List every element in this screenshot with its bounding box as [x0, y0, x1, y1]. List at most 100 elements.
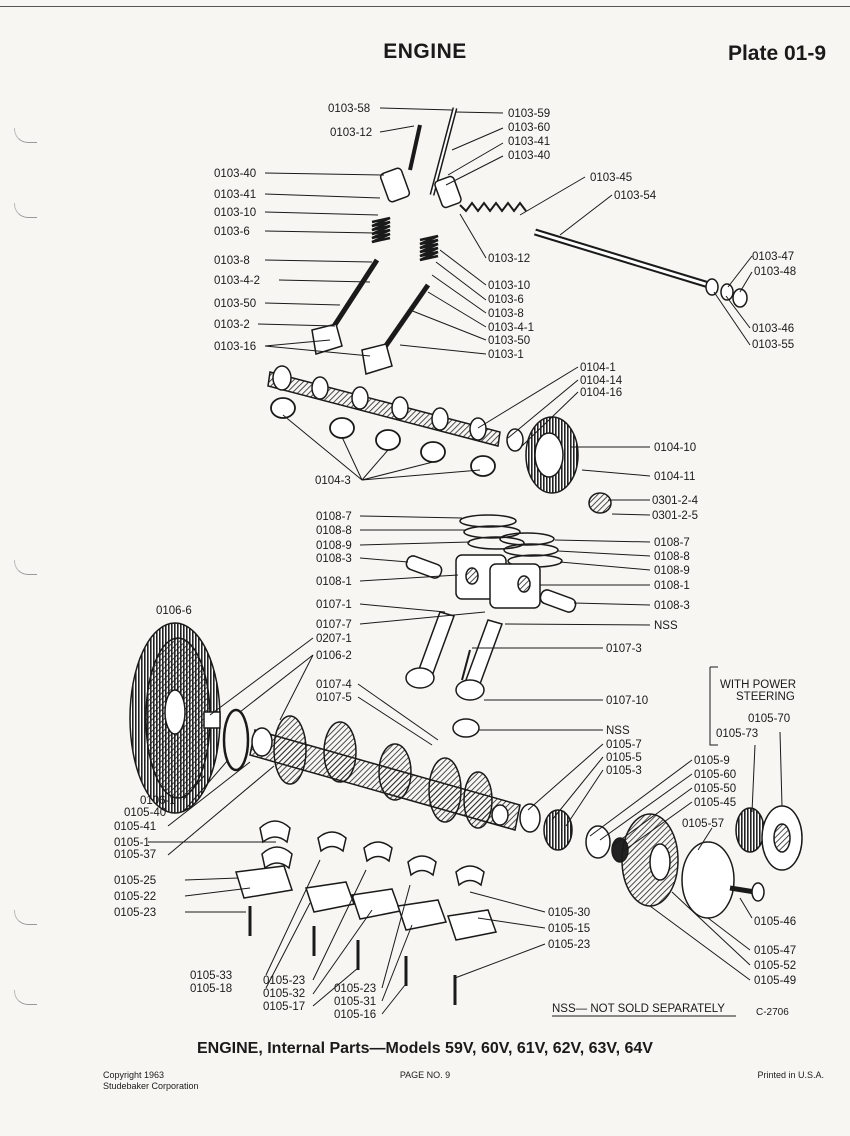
part-label: 0105-22 [114, 891, 156, 903]
camshaft-drawing [267, 365, 612, 514]
part-label: 0105-52 [754, 960, 796, 972]
part-label: 0107-3 [606, 643, 642, 655]
part-label: 0103-4-2 [214, 275, 260, 287]
part-label: 0108-7 [316, 511, 352, 523]
part-label: 0105-41 [114, 821, 156, 833]
part-label: 0105-60 [694, 769, 736, 781]
part-label: 0103-41 [214, 189, 256, 201]
plate-number: Plate 01-9 [727, 42, 826, 65]
part-label: 0103-46 [752, 323, 794, 335]
part-label: 0105-18 [190, 983, 232, 995]
part-label: 0103-12 [330, 127, 372, 139]
part-label: 0105-3 [606, 765, 642, 777]
page-number: PAGE NO. 9 [399, 1070, 451, 1080]
part-label: 0108-3 [654, 600, 690, 612]
part-label: 0103-8 [214, 255, 250, 267]
part-label: 0103-60 [508, 122, 550, 134]
copyright-year: Copyright 1963 [103, 1070, 165, 1080]
part-label: 0105-32 [263, 988, 305, 1000]
part-label: 0105-23 [334, 983, 376, 995]
part-label: 0105-50 [694, 783, 736, 795]
part-label: 0104-11 [654, 471, 695, 483]
part-label: 0103-8 [488, 308, 524, 320]
part-label: 0103-47 [752, 251, 794, 263]
part-label: 0108-9 [316, 540, 352, 552]
part-label: 0104-14 [580, 375, 623, 387]
part-label: 0105-73 [716, 728, 758, 740]
part-label: 0108-1 [316, 576, 352, 588]
part-label: 0104-3 [315, 475, 351, 487]
part-label: 0108-8 [654, 551, 690, 563]
part-label: 0103-4-1 [488, 322, 534, 334]
crankshaft-flywheel-drawing [129, 622, 803, 919]
part-label: NSS [606, 725, 630, 737]
part-label: 0104-1 [580, 362, 616, 374]
part-label: 0106-1 [140, 795, 176, 807]
part-label: 0108-3 [316, 553, 352, 565]
part-label: 0103-10 [214, 207, 256, 219]
page-title: ENGINE [383, 40, 467, 63]
part-label: 0105-70 [748, 713, 790, 725]
part-label: 0103-59 [508, 108, 550, 120]
part-label: 0105-31 [334, 996, 376, 1008]
part-label: 0103-45 [590, 172, 632, 184]
rocker-arm-assembly-drawing [311, 107, 748, 375]
copyright-owner: Studebaker Corporation [103, 1081, 199, 1091]
part-label: 0103-40 [214, 168, 256, 180]
part-label: 0105-7 [606, 739, 642, 751]
part-label: 0103-10 [488, 280, 530, 292]
part-label: 0103-58 [328, 103, 370, 115]
nss-legend: NSS— NOT SOLD SEPARATELY [552, 1003, 725, 1015]
part-label: 0105-5 [606, 752, 642, 764]
part-label: 0105-23 [548, 939, 590, 951]
with-power-steering-label: STEERING [736, 691, 795, 703]
part-label: 0105-1 [114, 837, 150, 849]
part-label: 0103-48 [754, 266, 796, 278]
part-label: 0103-6 [488, 294, 524, 306]
part-label: 0105-49 [754, 975, 796, 987]
leader-lines [148, 107, 783, 1015]
part-label: 0105-9 [694, 755, 730, 767]
part-label: 0103-1 [488, 349, 524, 361]
part-label: 0105-40 [124, 807, 166, 819]
top-edge-line [0, 6, 850, 7]
part-label: 0105-25 [114, 875, 156, 887]
part-label: 0105-17 [263, 1001, 305, 1013]
part-label: 0105-37 [114, 849, 156, 861]
part-label: 0103-16 [214, 341, 256, 353]
part-label: 0108-7 [654, 537, 690, 549]
part-label: 0104-16 [580, 387, 622, 399]
part-label: 0103-40 [508, 150, 550, 162]
part-label: 0107-4 [316, 679, 352, 691]
part-label: 0103-12 [488, 253, 530, 265]
figure-caption: ENGINE, Internal Parts—Models 59V, 60V, … [197, 1040, 653, 1057]
part-label: 0105-47 [754, 945, 796, 957]
part-label: 0107-1 [316, 599, 352, 611]
part-label: 0105-33 [190, 970, 232, 982]
printed-in: Printed in U.S.A. [757, 1070, 824, 1080]
part-callout-labels: 0103-58 0103-12 0103-59 0103-60 0103-41 … [114, 103, 796, 1021]
part-label: 0301-2-5 [652, 510, 698, 522]
part-label: 0103-50 [488, 335, 530, 347]
part-label: 0105-23 [263, 975, 305, 987]
copyright-notice: Copyright 1963 Studebaker Corporation [103, 1070, 199, 1092]
part-label: 0108-9 [654, 565, 690, 577]
part-label: 0107-5 [316, 692, 352, 704]
part-label: 0106-6 [156, 605, 192, 617]
part-label: 0105-57 [682, 818, 724, 830]
part-label: 0103-55 [752, 339, 794, 351]
part-label: 0105-30 [548, 907, 590, 919]
part-label: 0106-2 [316, 650, 352, 662]
part-label: 0108-1 [654, 580, 690, 592]
part-label: 0108-8 [316, 525, 352, 537]
part-label: 0105-15 [548, 923, 590, 935]
part-label: 0103-2 [214, 319, 250, 331]
part-label: 0107-7 [316, 619, 352, 631]
part-label: 0107-10 [606, 695, 648, 707]
part-label: 0105-16 [334, 1009, 376, 1021]
part-label: 0301-2-4 [652, 495, 699, 507]
part-label: 0207-1 [316, 633, 352, 645]
part-label: 0105-45 [694, 797, 736, 809]
